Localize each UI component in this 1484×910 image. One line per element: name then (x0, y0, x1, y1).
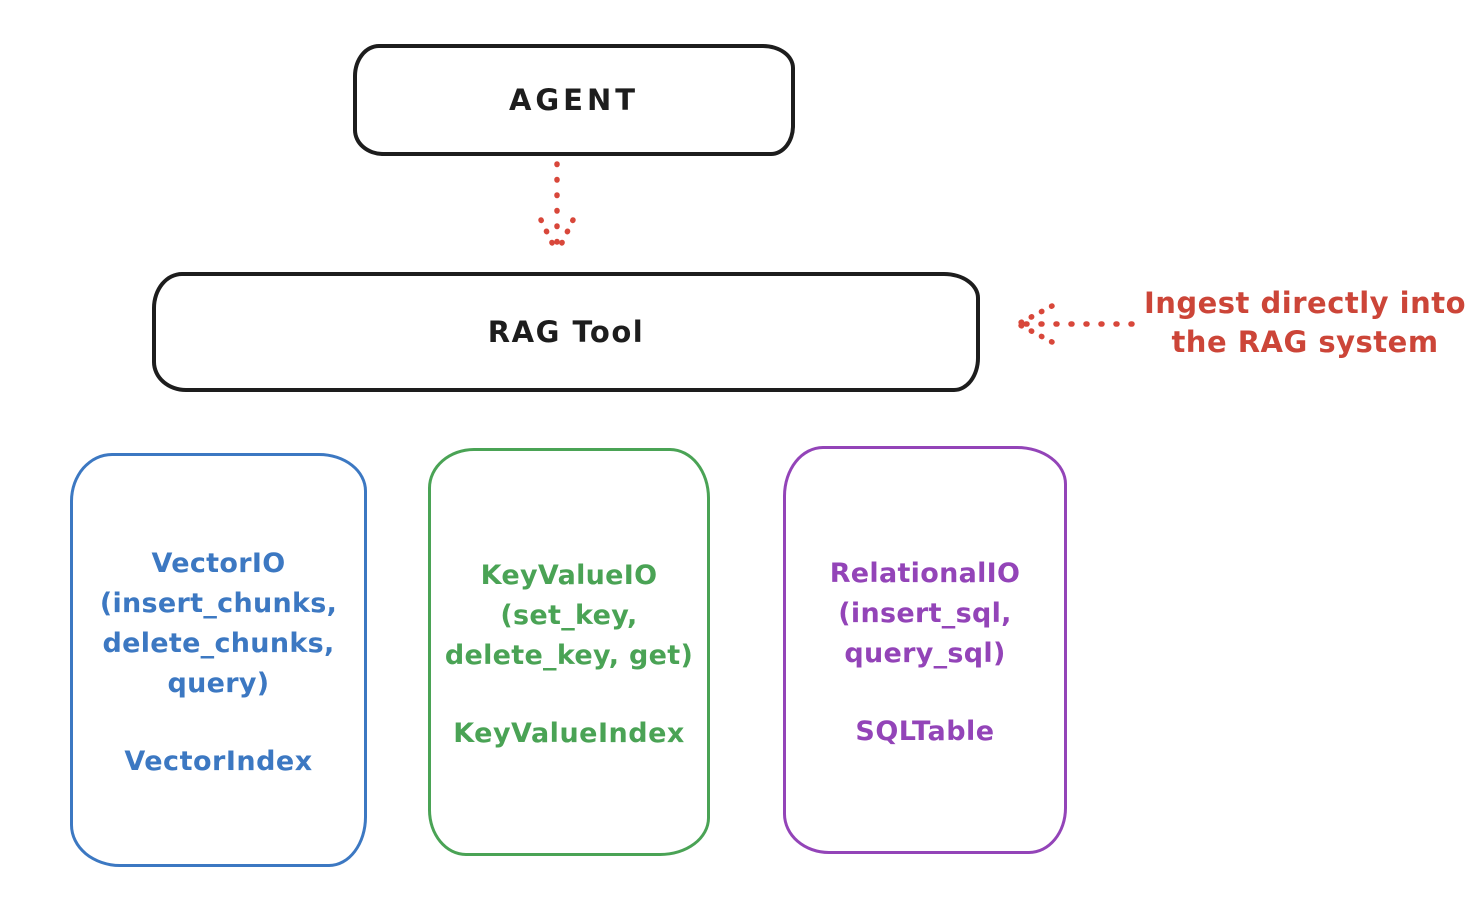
vector-io-node: VectorIO (insert_chunks, delete_chunks, … (70, 453, 367, 867)
relational-io-node: RelationalIO (insert_sql, query_sql) SQL… (783, 446, 1067, 854)
keyvalue-io-methods: KeyValueIO (set_key, delete_key, get) (444, 559, 694, 671)
dotted-arrow-down-icon (538, 161, 576, 255)
keyvalue-io-index-label: KeyValueIndex (453, 717, 685, 749)
relational-io-methods: RelationalIO (insert_sql, query_sql) (829, 557, 1021, 669)
rag-tool-node: RAG Tool (152, 272, 980, 392)
rag-tool-label: RAG Tool (487, 315, 645, 349)
keyvalue-io-node: KeyValueIO (set_key, delete_key, get) Ke… (428, 448, 710, 856)
relational-io-index-label: SQLTable (855, 715, 995, 747)
ingest-annotation: Ingest directly into the RAG system (1143, 286, 1467, 359)
dotted-arrow-left-icon (1017, 303, 1135, 345)
vector-io-methods: VectorIO (insert_chunks, delete_chunks, … (99, 547, 338, 699)
agent-label: AGENT (508, 83, 640, 117)
vector-io-index-label: VectorIndex (124, 745, 313, 777)
agent-node: AGENT (353, 44, 795, 156)
